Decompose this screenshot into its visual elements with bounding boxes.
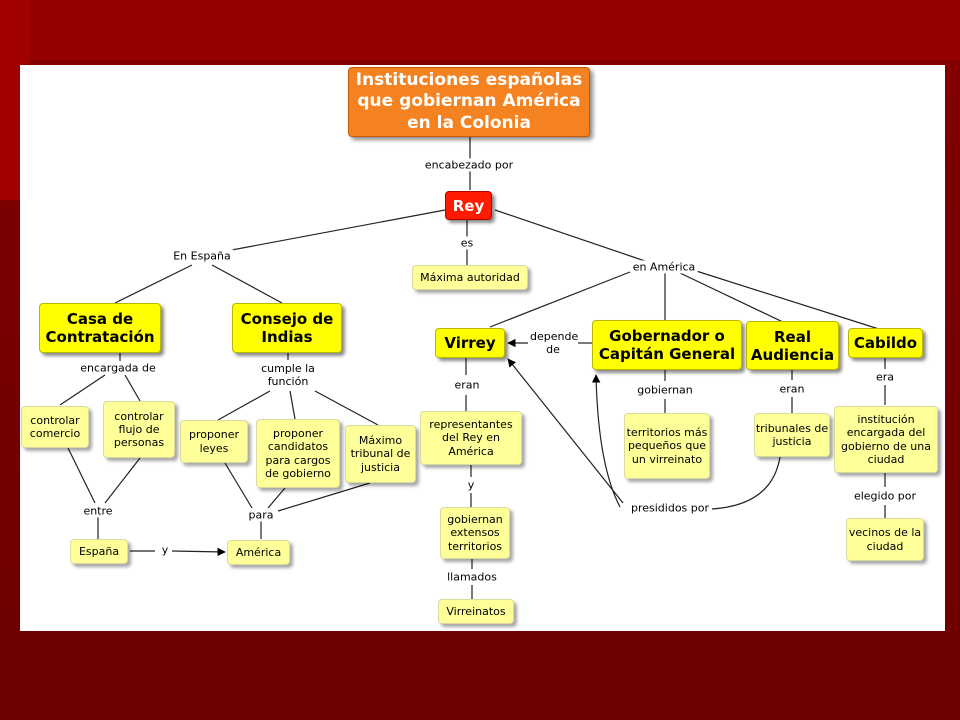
label-y-espana-america: y: [159, 543, 171, 557]
node-gobiernan-extensos: gobiernan extensos territorios: [440, 507, 510, 559]
node-vecinos: vecinos de la ciudad: [846, 518, 924, 561]
link-cumple-tribunal: [314, 390, 379, 426]
label-gobiernan: gobiernan: [635, 383, 695, 397]
node-tribunales: tribunales de justicia: [754, 413, 830, 457]
label-encabezado-por: encabezado por: [422, 158, 516, 172]
label-entre: entre: [81, 504, 115, 518]
link-america-virrey: [489, 271, 631, 328]
link-presididos-gobernador: [591, 374, 621, 508]
link-candidatos-para: [267, 487, 286, 509]
node-real-audiencia: Real Audiencia: [746, 321, 839, 370]
label-llamados: llamados: [445, 570, 499, 584]
node-espana: España: [70, 539, 128, 564]
connector-lines: [59, 137, 886, 599]
label-cumple-la-funcion: cumple la función: [255, 361, 321, 389]
node-cabildo: Cabildo: [848, 328, 923, 358]
node-controlar-flujo: controlar flujo de personas: [103, 401, 175, 458]
label-en-america: en América: [630, 260, 698, 274]
node-proponer-candidatos: proponer candidatos para cargos de gobie…: [256, 419, 340, 488]
map-title: Instituciones españolas que gobiernan Am…: [348, 67, 590, 137]
node-maximo-tribunal: Máximo tribunal de justicia: [345, 425, 416, 483]
label-depende-de: depende de: [528, 329, 579, 357]
link-tribunales-presididos: [711, 456, 781, 510]
label-para: para: [246, 508, 276, 522]
link-espana-consejo: [211, 264, 283, 304]
link-encargada-comercio: [59, 374, 106, 406]
node-america: América: [227, 540, 290, 565]
node-gobernador: Gobernador o Capitán General: [592, 320, 742, 370]
node-maxima-autoridad: Máxima autoridad: [412, 265, 528, 290]
link-rey-america: [494, 209, 646, 262]
link-america-cabildo: [689, 268, 883, 331]
node-proponer-leyes: proponer leyes: [180, 420, 248, 463]
node-institucion: institución encargada del gobierno de un…: [834, 406, 938, 473]
label-presididos-por: presididos por: [628, 501, 712, 515]
concept-map-canvas: Instituciones españolas que gobiernan Am…: [20, 65, 945, 631]
node-consejo-indias: Consejo de Indias: [232, 303, 342, 353]
link-espana-casa: [114, 264, 193, 304]
link-flujo-entre: [104, 457, 141, 504]
node-rey: Rey: [445, 191, 492, 220]
link-america-audiencia: [679, 272, 786, 324]
link-cumple-candidatos: [289, 390, 296, 420]
link-leyes-para: [224, 462, 253, 509]
node-territorios: territorios más pequeños que un virreina…: [624, 413, 710, 479]
node-representantes: representantes del Rey en América: [420, 411, 522, 465]
label-eran-virrey: eran: [452, 378, 482, 392]
label-elegido-por: elegido por: [851, 489, 919, 503]
label-encargada-de: encargada de: [78, 361, 158, 375]
slide-top-band: [0, 0, 960, 60]
link-tribunal-para: [277, 482, 371, 512]
label-es: es: [458, 236, 476, 250]
label-en-espana: En España: [171, 249, 233, 263]
node-virrey: Virrey: [435, 328, 505, 358]
link-comercio-entre: [67, 447, 96, 504]
label-eran-audiencia: eran: [777, 382, 807, 396]
link-encargada-flujo: [124, 374, 141, 402]
node-casa-contratacion: Casa de Contratación: [39, 303, 161, 353]
node-virreinatos: Virreinatos: [438, 599, 514, 624]
link-presididos-virrey: [507, 358, 624, 504]
link-y-america: [171, 547, 226, 557]
link-cumple-leyes: [217, 390, 271, 421]
link-rey-espana: [204, 209, 446, 256]
label-era: era: [873, 370, 897, 384]
node-controlar-comercio: controlar comercio: [21, 406, 89, 448]
label-y-representantes: y: [465, 478, 477, 492]
